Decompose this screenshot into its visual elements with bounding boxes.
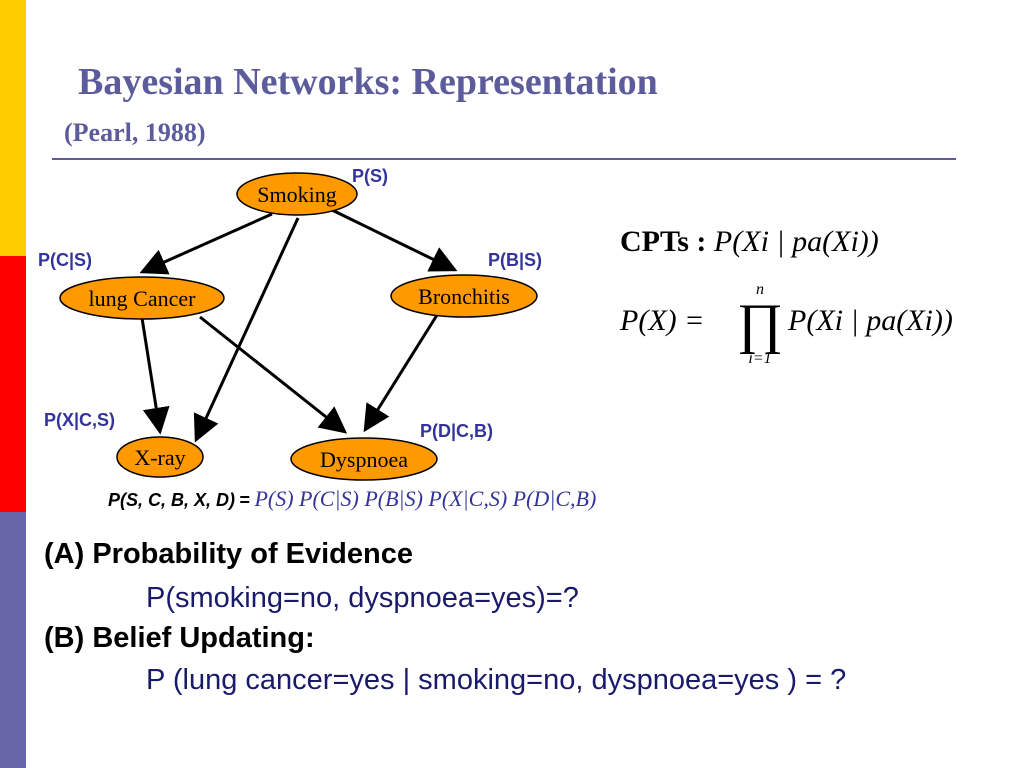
node-smoking-label: Smoking [257,182,336,207]
cpt-expression: P(Xi | pa(Xi)) [713,225,879,258]
query-a-title: (A) Probability of Evidence [44,538,413,570]
joint-rhs: P(S) P(C|S) P(B|S) P(X|C,S) P(D|C,B) [254,486,597,511]
slide-title: Bayesian Networks: Representation [78,61,658,103]
product-upper-bound: n [756,281,764,298]
query-a-expression: P(smoking=no, dyspnoea=yes)=? [146,582,579,614]
side-bar-yellow [0,0,26,256]
node-bronchitis-label: Bronchitis [418,284,510,309]
joint-equals: = [239,490,250,510]
prob-smoking: P(S) [352,166,388,186]
slide-subtitle: (Pearl, 1988) [64,118,206,147]
formula-lhs: P(X) = [620,304,705,337]
edge-smoking-lungcancer [139,212,273,275]
node-lung-cancer-label: lung Cancer [89,286,197,311]
cpt-label: CPTs : [620,225,707,258]
node-bronchitis: Bronchitis [390,274,538,318]
title-divider [52,158,956,160]
node-smoking: Smoking [236,172,358,216]
edge-lungcancer-xray [140,317,170,435]
cpt-definition: CPTs : P(Xi | pa(Xi)) [620,225,879,259]
node-xray: X-ray [116,436,204,478]
side-bar-red [0,256,26,512]
node-dyspnoea-label: Dyspnoea [320,447,408,472]
joint-distribution: P(S, C, B, X, D) = P(S) P(C|S) P(B|S) P(… [108,486,596,512]
node-xray-label: X-ray [134,445,185,470]
product-symbol: ∏ [736,293,784,355]
prob-lung-cancer: P(C|S) [38,250,92,270]
query-b-expression: P (lung cancer=yes | smoking=no, dyspnoe… [146,664,847,696]
factorization-formula: P(X) = n ∏ i=1 P(Xi | pa(Xi)) [620,282,1000,372]
product-operator: n ∏ i=1 [732,282,788,368]
prob-bronchitis: P(B|S) [488,250,542,270]
edge-lungcancer-dyspnoea [199,315,348,434]
node-lung-cancer: lung Cancer [59,276,225,320]
formula-rhs: P(Xi | pa(Xi)) [788,304,953,337]
prob-dyspnoea: P(D|C,B) [420,421,493,441]
edge-smoking-bronchitis [331,208,458,272]
edge-smoking-xray [193,217,300,443]
query-b-title: (B) Belief Updating: [44,622,315,654]
edge-bronchitis-dyspnoea [363,314,439,433]
prob-xray: P(X|C,S) [44,410,115,430]
side-bar-purple [0,512,26,768]
node-dyspnoea: Dyspnoea [290,437,438,481]
joint-lhs: P(S, C, B, X, D) [108,490,236,510]
product-lower-bound: i=1 [748,350,772,367]
